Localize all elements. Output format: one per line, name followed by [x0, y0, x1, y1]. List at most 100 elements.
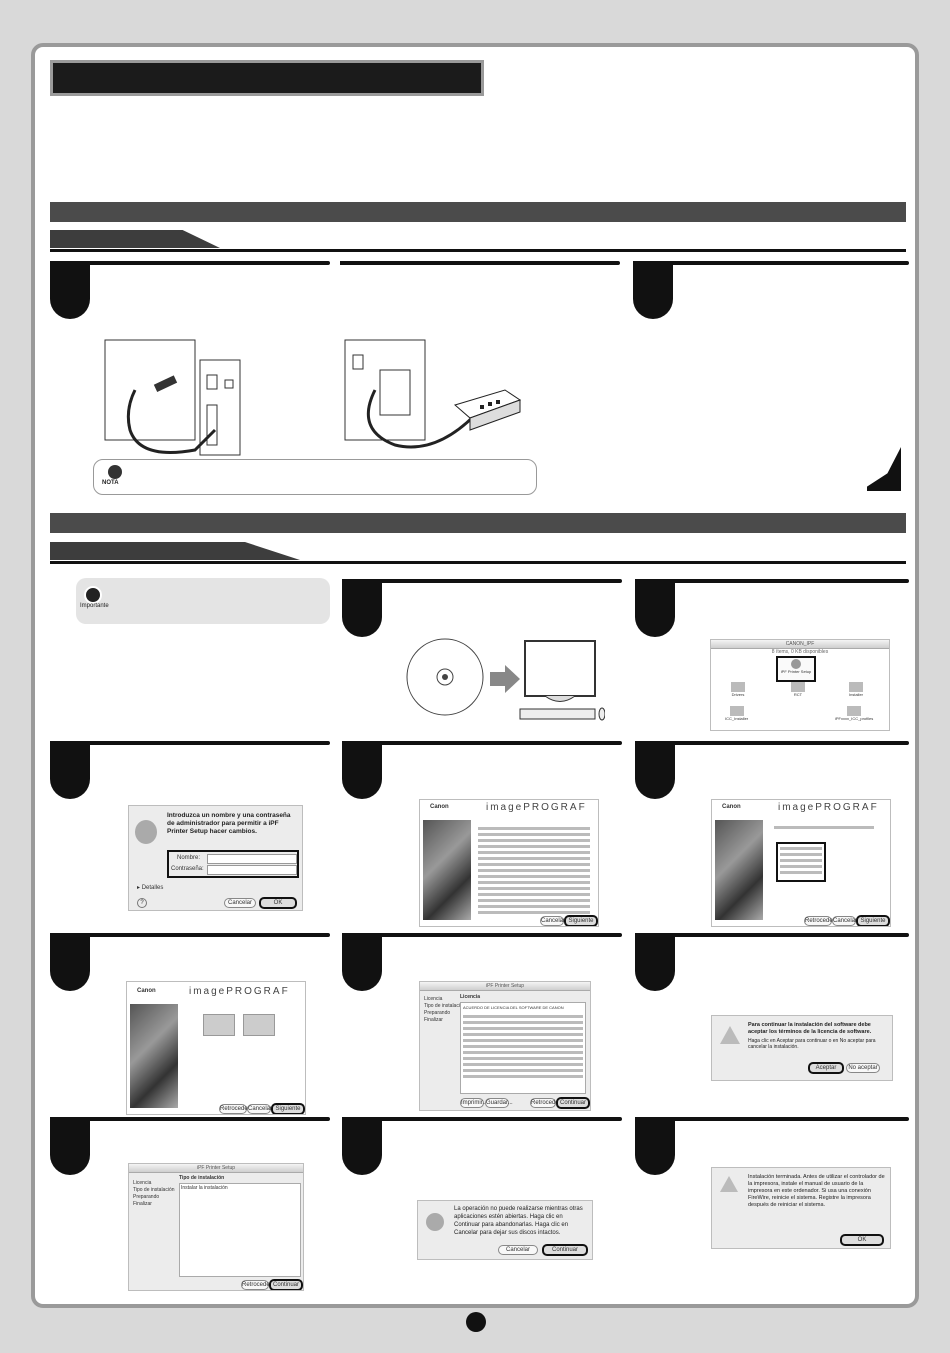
setup-app-icon [791, 659, 801, 669]
name-input[interactable] [207, 854, 297, 864]
step-number-badge [342, 741, 382, 799]
important-icon [84, 586, 102, 604]
back-button[interactable]: Retroceder [804, 916, 835, 926]
canon-logo: Canon [430, 804, 449, 810]
brand-title: imagePROGRAF [486, 802, 587, 813]
section-bar-software [50, 513, 906, 533]
installer-side-image [130, 1004, 178, 1108]
step-item: Preparando [424, 1010, 451, 1016]
cancel-button[interactable]: Cancelar [498, 1245, 538, 1255]
section-tab-software [50, 542, 300, 560]
step-header [342, 1117, 622, 1121]
note-box: NOTA [93, 459, 537, 495]
step-number-badge [342, 933, 382, 991]
next-button[interactable]: Siguiente [271, 1103, 305, 1114]
close-apps-message: La operación no puede realizarse mientra… [454, 1206, 583, 1236]
step-header [342, 579, 622, 583]
finish-message: Instalación terminada. Antes de utilizar… [748, 1174, 885, 1208]
cancel-button[interactable]: Cancelar [224, 898, 256, 908]
continue-button[interactable]: Continuar [556, 1097, 590, 1109]
details-toggle[interactable]: ▸ Detalles [137, 884, 163, 891]
ok-button[interactable]: OK [259, 897, 297, 909]
auth-dialog-screenshot: Introduzca un nombre y una contraseña de… [128, 805, 303, 911]
step-item: Licencia [424, 996, 443, 1002]
finder-subtitle: 8 ítems, 0 KB disponibles [771, 649, 829, 655]
continue-button[interactable]: Continuar [269, 1279, 303, 1290]
accept-button[interactable]: Aceptar [808, 1062, 844, 1074]
lock-icon [135, 820, 157, 844]
finder-item: ICC_Installer [725, 716, 749, 721]
step-header [340, 261, 620, 265]
brand-title: imagePROGRAF [189, 986, 290, 997]
step-number-badge [342, 1117, 382, 1175]
step-item: Finalizar [424, 1017, 443, 1023]
back-button[interactable]: Retroceder [530, 1098, 561, 1108]
print-button[interactable]: Imprimir... [460, 1098, 488, 1108]
step-header [635, 579, 909, 583]
folder-icon [729, 706, 744, 716]
finder-folder: iPFxxxx_ICC_profiles [835, 706, 873, 721]
component-list [478, 824, 590, 917]
step-number-badge [635, 741, 675, 799]
warning-icon [720, 1176, 738, 1192]
title-bar [50, 60, 484, 96]
cancel-button[interactable]: Cancelar [832, 916, 858, 926]
usb-cable-illustration [104, 339, 241, 456]
note-label: NOTA [102, 480, 119, 486]
step-header [635, 933, 909, 937]
canon-logo: Canon [137, 988, 156, 994]
step-list: Licencia Tipo de instalación Preparando … [424, 996, 466, 1024]
save-button[interactable]: Guardar... [485, 1098, 513, 1108]
installer-side-image [715, 820, 763, 920]
step-header [50, 261, 330, 265]
installer-components-screenshot: Canon imagePROGRAF Cancelar Siguiente [419, 799, 599, 927]
step-header [342, 741, 622, 745]
license-window-screenshot: iPF Printer Setup Licencia Tipo de insta… [419, 981, 591, 1111]
step-number-badge [635, 579, 675, 637]
decline-button[interactable]: No aceptar [846, 1063, 880, 1073]
license-heading: Licencia [460, 994, 481, 1000]
page-frame: NOTA Importante CANON_IPF 8 ítems, 0 KB … [31, 43, 919, 1308]
step-number-badge [635, 933, 675, 991]
finder-folder: Drivers [731, 682, 745, 697]
finder-folder: ICC_Installer [725, 706, 748, 721]
password-label: Contraseña: [171, 866, 204, 872]
accept-license-dialog-screenshot: Para continuar la instalación del softwa… [711, 1015, 893, 1081]
finder-item-highlight: iPF Printer Setup [776, 656, 816, 682]
back-button[interactable]: Retroceder [241, 1280, 272, 1290]
installer-connection-screenshot: Canon imagePROGRAF Retroceder Cancelar S… [126, 981, 306, 1115]
step-header [50, 741, 330, 745]
install-finished-dialog-screenshot: Instalación terminada. Antes de utilizar… [711, 1167, 891, 1249]
brand-title: imagePROGRAF [778, 802, 879, 813]
back-button[interactable]: Retroceder [219, 1104, 250, 1114]
installer-side-image [423, 820, 471, 920]
step-number-badge [50, 1117, 90, 1175]
cd-to-computer-illustration [406, 638, 605, 721]
section-bar-connection [50, 202, 906, 222]
step-number-badge [50, 933, 90, 991]
next-button[interactable]: Siguiente [856, 915, 890, 926]
ok-button[interactable]: OK [840, 1234, 884, 1246]
section-rule [50, 561, 906, 564]
instruction-text [774, 826, 874, 829]
next-button[interactable]: Siguiente [564, 915, 598, 926]
page-corner-mark [867, 447, 901, 491]
cancel-button[interactable]: Cancelar [247, 1104, 273, 1114]
page-number-badge [466, 1312, 486, 1332]
help-icon[interactable]: ? [137, 898, 147, 908]
finder-title: CANON_IPF [711, 640, 889, 649]
name-label: Nombre: [177, 855, 201, 861]
window-title: iPF Printer Setup [420, 982, 590, 991]
step-number-badge [50, 741, 90, 799]
step-item: Finalizar [133, 1201, 152, 1207]
folder-icon [791, 682, 805, 692]
install-type-item[interactable]: Instalar la instalación [179, 1183, 301, 1277]
finder-folder: RCT [791, 682, 805, 697]
license-text-area[interactable]: ACUERDO DE LICENCIA DEL SOFTWARE DE CANO… [460, 1002, 586, 1094]
finder-item: RCT [793, 692, 803, 697]
continue-button[interactable]: Continuar [542, 1244, 588, 1256]
step-header [50, 1117, 330, 1121]
password-input[interactable] [207, 865, 297, 875]
cancel-button[interactable]: Cancelar [540, 916, 566, 926]
printer-icon [203, 1014, 235, 1036]
